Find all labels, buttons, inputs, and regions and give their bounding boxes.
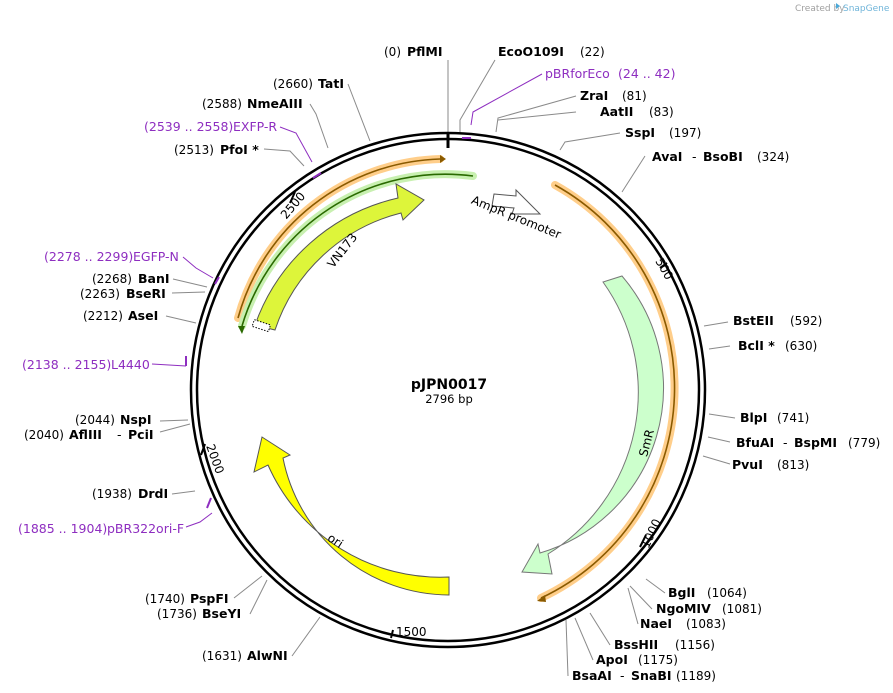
site-avai-pos: (324): [757, 150, 789, 164]
feature-label-ori: ori: [325, 531, 346, 551]
feature-ori: [253, 436, 450, 596]
site-sspi-name: SspI: [625, 125, 655, 140]
site-nmeaiii-pos: (2588): [202, 97, 242, 111]
site-avai-name2: BsoBI: [703, 149, 743, 164]
primer-egfpn-range: (2278 .. 2299): [44, 249, 133, 264]
plasmid-size: 2796 bp: [425, 392, 473, 406]
orf-right-line: [540, 184, 676, 599]
site-aflii-name: AflIII: [69, 427, 102, 442]
site-blpi-pos: (741): [777, 411, 809, 425]
primer-marks: [185, 137, 471, 509]
site-bsteii-pos: (592): [790, 314, 822, 328]
primer-exfp-range: (2539 .. 2558): [144, 119, 233, 134]
site-pvui-name: PvuI: [732, 457, 763, 472]
site-naei-name: NaeI: [640, 616, 672, 631]
site-aflii-pos: (2040): [24, 428, 64, 442]
site-bgli-name: BglI: [668, 585, 695, 600]
site-zrai-name: ZraI: [580, 88, 608, 103]
site-drdi-name: DrdI: [138, 486, 168, 501]
site-avai-sep: -: [692, 149, 697, 164]
vn173-end-marker: [251, 319, 272, 333]
site-ngomiv-name: NgoMIV: [656, 601, 711, 616]
site-pfoi-pos: (2513): [174, 143, 214, 157]
site-sspi-pos: (197): [669, 126, 701, 140]
site-nspi-name: NspI: [120, 412, 152, 427]
site-eco-pos: (22): [580, 45, 605, 59]
site-alwni-name: AlwNI: [247, 648, 288, 663]
site-aflii-sep: -: [117, 427, 122, 442]
site-apoi-name: ApoI: [596, 652, 628, 667]
site-bfuai-pos: (779): [848, 436, 880, 450]
tick-label-1500: 1500: [396, 625, 427, 639]
site-eco-name: EcoO109I: [498, 44, 564, 59]
credit-brand: SnapGene: [843, 4, 890, 14]
primer-l4440-name: L4440: [111, 357, 150, 372]
plasmid-name: pJPN0017: [411, 377, 487, 393]
site-naei-pos: (1083): [686, 617, 726, 631]
orf-outer-arrowhead: [440, 155, 446, 163]
feature-smr: [521, 275, 664, 575]
primer-pbrforeco-name: pBRforEco: [545, 66, 610, 81]
site-bsshii-name: BssHII: [614, 637, 658, 652]
site-pflmi-name: PflMI: [407, 44, 443, 59]
credit-text: Created by: [795, 4, 845, 14]
orf-right-arrowhead: [537, 595, 546, 602]
site-bcli-name: BclI *: [738, 338, 775, 353]
site-avai-name: AvaI: [652, 149, 682, 164]
site-aatii-name: AatII: [600, 104, 633, 119]
site-bsshii-pos: (1156): [675, 638, 715, 652]
orf-outer-line: [237, 158, 441, 319]
site-bseri-pos: (2263): [80, 287, 120, 301]
site-pspfi-pos: (1740): [145, 592, 185, 606]
site-aatii-pos: (83): [649, 105, 674, 119]
site-pflmi-pos: (0): [384, 45, 401, 59]
site-bfuai-name2: BspMI: [794, 435, 837, 450]
orf-inner-arrowhead: [238, 326, 245, 334]
site-nspi-pos: (2044): [75, 413, 115, 427]
site-ngomiv-pos: (1081): [722, 602, 762, 616]
primer-exfp-name: EXFP-R: [233, 119, 277, 134]
primer-pbrforeco-range: (24 .. 42): [618, 66, 675, 81]
site-blpi-name: BlpI: [740, 410, 767, 425]
site-bseyi-pos: (1736): [157, 607, 197, 621]
site-bsteii-name: BstEII: [733, 313, 774, 328]
primer-egfpn-name: EGFP-N: [133, 249, 179, 264]
site-pspfi-name: PspFI: [190, 591, 229, 606]
site-bseri-name: BseRI: [126, 286, 166, 301]
site-tati-pos: (2660): [273, 77, 313, 91]
site-bgli-pos: (1064): [707, 586, 747, 600]
site-bseyi-name: BseYI: [202, 606, 241, 621]
feature-ampr-promoter: [491, 188, 542, 215]
site-bfuai-name: BfuAI: [736, 435, 774, 450]
site-pfoi-name: PfoI *: [220, 142, 259, 157]
primer-pbr322-range: (1885 .. 1904): [18, 521, 107, 536]
leader-lines: [151, 59, 736, 677]
site-bsaai-name: BsaAI: [572, 668, 612, 683]
site-tati-name: TatI: [318, 76, 344, 91]
site-pvui-pos: (813): [777, 458, 809, 472]
site-alwni-pos: (1631): [202, 649, 242, 663]
site-nmeaiii-name: NmeAIII: [247, 96, 303, 111]
site-bsaai-sep: -: [620, 668, 625, 683]
feature-vn173: [254, 183, 425, 331]
site-asei-pos: (2212): [83, 309, 123, 323]
site-drdi-pos: (1938): [92, 487, 132, 501]
site-apoi-pos: (1175): [638, 653, 678, 667]
site-bani-name: BanI: [138, 271, 170, 286]
site-bsaai-name2: SnaBI: [631, 668, 672, 683]
primer-l4440-range: (2138 .. 2155): [22, 357, 111, 372]
site-bsaai-pos: (1189): [676, 669, 716, 683]
orf-inner-line: [241, 173, 474, 327]
site-asei-name: AseI: [128, 308, 158, 323]
snapgene-logo-icon: [836, 3, 840, 9]
site-bani-pos: (2268): [92, 272, 132, 286]
feature-label-smr: SmR: [636, 428, 657, 458]
site-aflii-name2: PciI: [128, 427, 154, 442]
site-bfuai-sep: -: [783, 435, 788, 450]
primer-pbr322-name: pBR322ori-F: [107, 521, 184, 536]
site-zrai-pos: (81): [622, 89, 647, 103]
site-bcli-pos: (630): [785, 339, 817, 353]
tick-marks: [200, 191, 668, 639]
